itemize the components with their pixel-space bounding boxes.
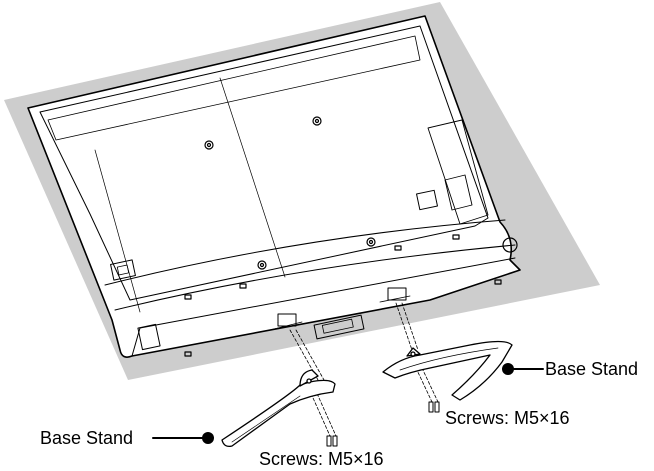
callout-leader-left bbox=[153, 432, 214, 444]
base-stand-right-label: Base Stand bbox=[545, 360, 638, 378]
screws-left-label: Screws: M5×16 bbox=[259, 450, 384, 468]
screws-left bbox=[327, 436, 337, 446]
base-stand-left-label: Base Stand bbox=[40, 429, 133, 447]
base-stand-left bbox=[222, 370, 335, 446]
screws-right bbox=[429, 402, 439, 412]
screws-right-label: Screws: M5×16 bbox=[445, 409, 570, 427]
base-stand-right bbox=[383, 342, 512, 401]
callout-leader-right bbox=[502, 363, 543, 375]
